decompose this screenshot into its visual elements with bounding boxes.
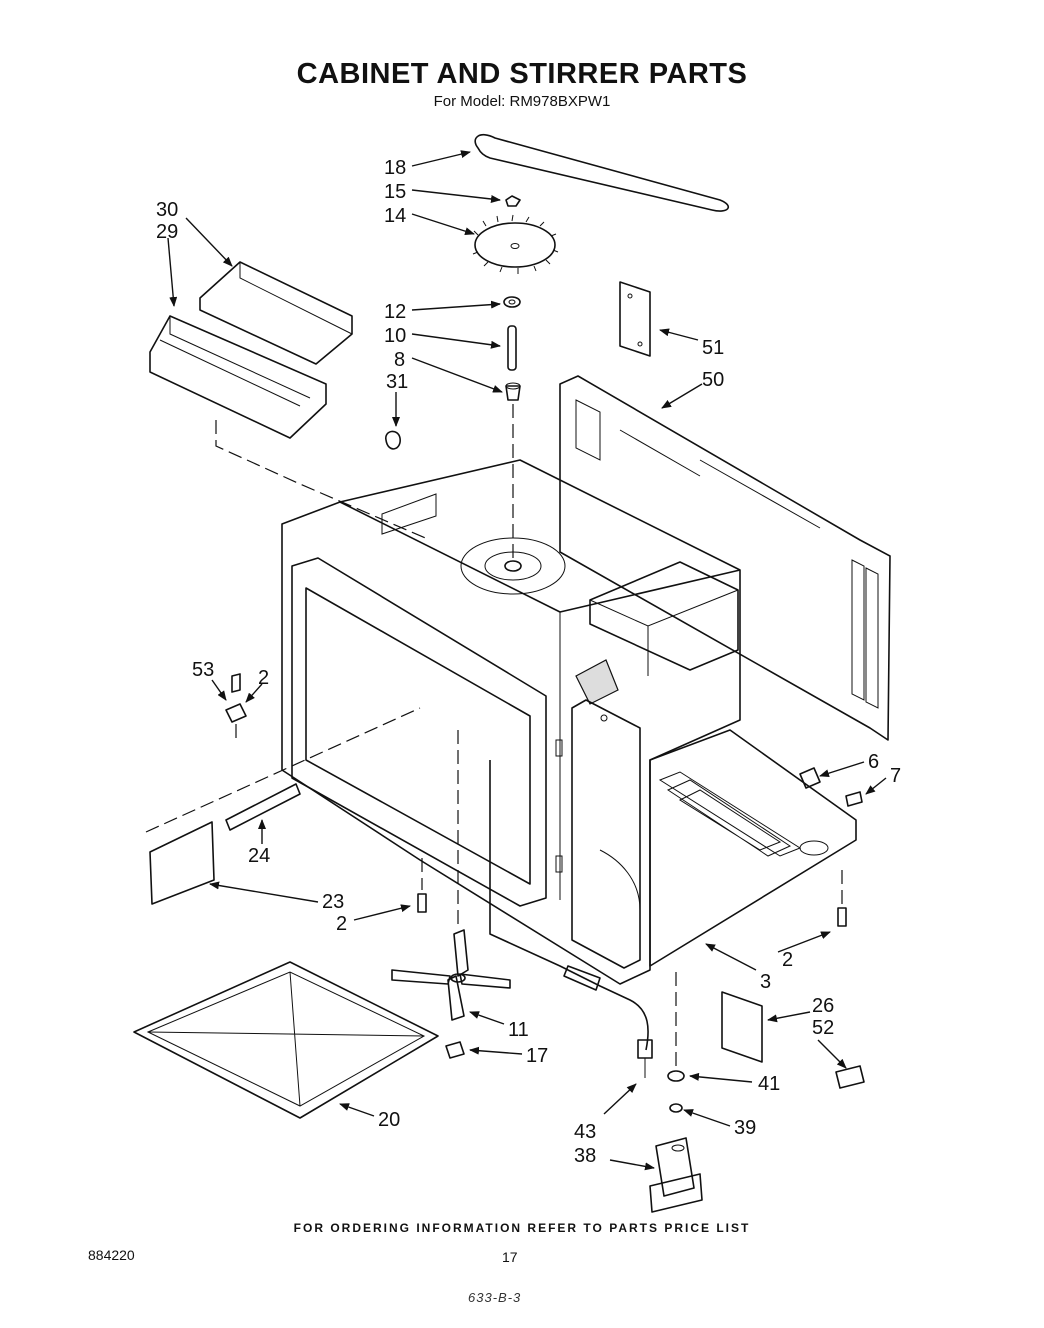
- label-part-20: 20: [378, 1109, 400, 1131]
- grommet-part-31: [385, 430, 401, 450]
- label-part-18: 18: [384, 157, 406, 179]
- connector-part-52: [835, 1065, 865, 1089]
- screw-part-7: [845, 791, 863, 807]
- rear-panel-part-50: [559, 375, 891, 741]
- mount-part-38: [649, 1137, 703, 1213]
- handwritten-note: 633-B-3: [468, 1290, 522, 1305]
- cover-part-26: [721, 991, 763, 1063]
- screw-part-2-right: [837, 907, 847, 927]
- label-part-52: 52: [812, 1017, 834, 1039]
- belt-part-18: [474, 133, 730, 212]
- document-number: 884220: [88, 1247, 135, 1263]
- screw-part-2-upper: [231, 673, 241, 693]
- label-part-6: 6: [868, 751, 879, 773]
- label-part-41: 41: [758, 1073, 780, 1095]
- label-part-39: 39: [734, 1117, 756, 1139]
- plate-part-51: [619, 281, 651, 357]
- label-part-24: 24: [248, 845, 270, 867]
- shaft-part-10: [507, 325, 517, 371]
- washer-part-12: [503, 296, 521, 308]
- tray-part-20: [133, 961, 439, 1119]
- label-part-23: 23: [322, 891, 344, 913]
- probe-cable-part-43: [489, 760, 653, 1078]
- leader-arrows: [167, 150, 887, 1171]
- clip-part-15: [505, 195, 521, 207]
- latch-strip-part-24: [225, 783, 301, 831]
- label-part-29: 29: [156, 221, 178, 243]
- label-part-2-middle: 2: [336, 913, 347, 935]
- label-part-3: 3: [760, 971, 771, 993]
- label-part-30: 30: [156, 199, 178, 221]
- label-part-8: 8: [394, 349, 405, 371]
- screw-part-2-middle: [417, 893, 427, 913]
- label-part-17: 17: [526, 1045, 548, 1067]
- label-part-50: 50: [702, 369, 724, 391]
- page-number: 17: [502, 1249, 518, 1265]
- label-part-10: 10: [384, 325, 406, 347]
- bracket-part-53: [225, 703, 247, 723]
- ordering-note: FOR ORDERING INFORMATION REFER TO PARTS …: [293, 1221, 751, 1235]
- cabinet-body: [281, 459, 741, 985]
- label-part-31: 31: [386, 371, 408, 393]
- label-part-38: 38: [574, 1145, 596, 1167]
- door-frame: [291, 557, 563, 907]
- label-part-43: 43: [574, 1121, 596, 1143]
- page-title: CABINET AND STIRRER PARTS: [296, 58, 748, 90]
- bushing-part-8: [505, 382, 521, 401]
- label-part-26: 26: [812, 995, 834, 1017]
- label-part-51: 51: [702, 337, 724, 359]
- side-panel: [571, 699, 641, 969]
- label-part-7: 7: [890, 765, 901, 787]
- washer-part-41: [667, 1070, 685, 1082]
- label-part-14: 14: [384, 205, 406, 227]
- duct-cover-part-30: [199, 261, 353, 365]
- washer-part-39: [669, 1103, 683, 1113]
- stirrer-pulley-part-14: [472, 214, 559, 274]
- label-part-2-right: 2: [782, 949, 793, 971]
- label-part-2-top: 2: [258, 667, 269, 689]
- nut-part-17: [445, 1041, 465, 1059]
- label-part-12: 12: [384, 301, 406, 323]
- label-part-53: 53: [192, 659, 214, 681]
- label-part-15: 15: [384, 181, 406, 203]
- clip-part-6: [799, 767, 821, 789]
- stirrer-blade-part-11: [391, 929, 511, 1021]
- duct-channel-part-29: [149, 315, 327, 439]
- label-part-11: 11: [508, 1019, 529, 1041]
- bottom-plate-part-3: [649, 729, 857, 967]
- panel-part-23: [149, 821, 215, 905]
- model-subtitle: For Model: RM978BXPW1: [433, 93, 611, 110]
